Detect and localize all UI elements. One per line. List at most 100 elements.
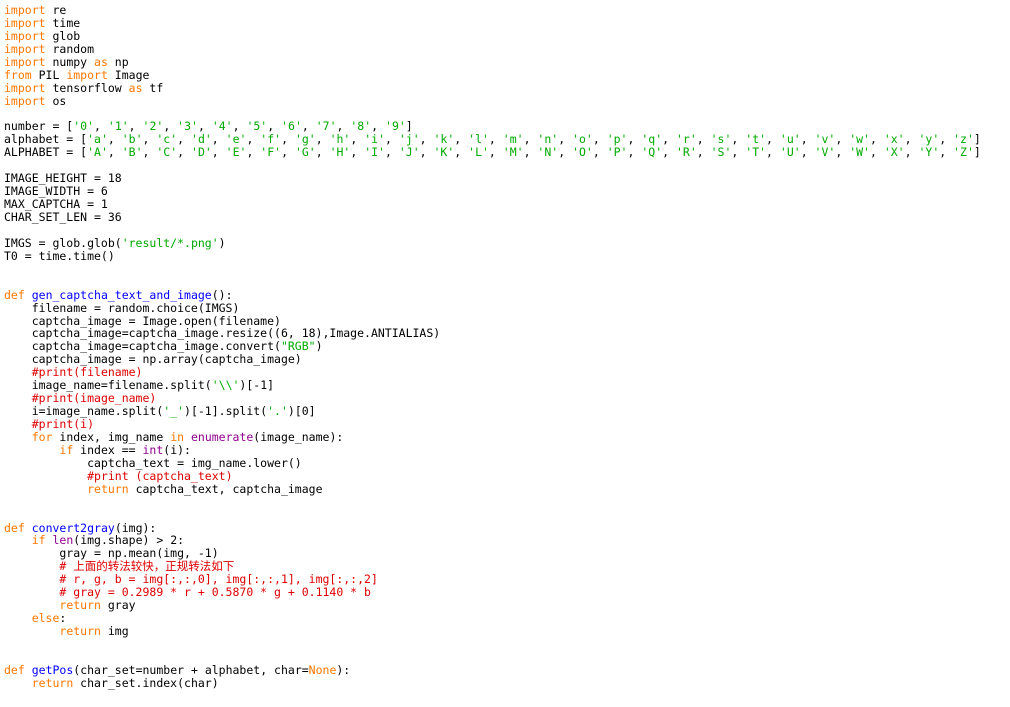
string-literal-token: 'S': [710, 145, 732, 160]
code-text-token: MAX_CAPTCHA = 1: [4, 197, 108, 212]
keyword-token: return: [59, 624, 101, 638]
code-text-token: ,: [731, 145, 746, 160]
code-line: for index, img_name in enumerate(image_n…: [4, 429, 1006, 444]
string-literal-token: 'X': [883, 145, 905, 160]
code-text-token: IMAGE_HEIGHT = 18: [4, 171, 122, 186]
code-line: #print(i): [4, 418, 1006, 431]
code-text-token: time: [45, 15, 81, 30]
string-literal-token: 'T': [745, 145, 767, 160]
code-line: return gray: [4, 599, 1006, 612]
code-line: [4, 638, 1006, 651]
code-text-token: Image: [107, 67, 150, 82]
code-text-token: )[-1]: [239, 378, 275, 393]
code-text-token: [4, 417, 32, 431]
string-literal-token: 's': [710, 132, 732, 147]
comment-token: #print (captcha_text): [87, 468, 233, 483]
code-text-token: ,: [211, 132, 226, 147]
keyword-token: def: [4, 520, 25, 535]
code-line: def gen_captcha_text_and_image():: [4, 288, 1006, 302]
code-line: def getPos(char_set=number + alphabet, c…: [4, 662, 1006, 677]
code-line: return captcha_text, captcha_image: [4, 482, 1006, 496]
code-text-token: ,: [558, 132, 573, 147]
string-literal-token: 'A': [87, 145, 108, 160]
code-text-token: [4, 611, 32, 625]
code-text-token: [4, 598, 59, 612]
code-text-token: ,: [627, 132, 642, 147]
code-text-token: ,: [177, 145, 192, 160]
code-line: IMAGE_WIDTH = 6: [4, 185, 1006, 198]
string-literal-token: 'K': [433, 145, 455, 160]
code-text-token: i=image_name.split(: [4, 404, 164, 419]
code-line: # gray = 0.2989 * r + 0.5870 * g + 0.114…: [4, 586, 1006, 599]
string-literal-token: 't': [745, 132, 767, 147]
string-literal-token: '1': [107, 119, 129, 134]
code-text-token: index ==: [73, 442, 143, 457]
code-text-token: tensorflow: [45, 80, 129, 95]
code-text-token: PIL: [31, 67, 67, 82]
code-text-token: captcha_image=captcha_image.resize((6, 1…: [4, 326, 441, 341]
string-literal-token: 'r': [675, 132, 697, 147]
code-text-token: ,: [197, 119, 212, 134]
keyword-token: import: [4, 41, 46, 56]
code-text-token: image_name=filename.split(: [4, 378, 212, 393]
comment-token: #print(filename): [31, 365, 143, 380]
code-text-token: ,: [766, 145, 780, 160]
code-line: import os: [4, 93, 1006, 108]
keyword-token: import: [4, 80, 46, 95]
code-text-token: [4, 443, 59, 457]
string-literal-token: 'F': [260, 145, 282, 160]
code-line: captcha_text = img_name.lower(): [4, 456, 1006, 470]
keyword-token: def: [4, 662, 25, 677]
function-name-token: getPos: [31, 662, 74, 677]
keyword-token: return: [31, 675, 74, 690]
code-text-token: IMAGE_WIDTH = 6: [4, 184, 108, 199]
code-text-token: ,: [800, 145, 815, 160]
code-text-token: random: [45, 41, 95, 56]
code-text-token: [4, 533, 32, 547]
code-text-token: ,: [766, 132, 780, 147]
code-text-token: index, img_name: [52, 429, 171, 444]
code-text-token: tf: [142, 80, 164, 95]
code-line: IMGS = glob.glob('result/*.png'): [4, 236, 1006, 250]
code-text-token: ,: [731, 132, 746, 147]
code-text-token: ,: [163, 119, 178, 134]
code-line: captcha_image = Image.open(filename): [4, 314, 1006, 328]
code-text-token: ,: [385, 132, 399, 147]
string-literal-token: 'y': [918, 132, 940, 147]
code-text-token: [4, 482, 87, 496]
string-literal-token: 'f': [260, 132, 282, 147]
code-text-token: np: [107, 54, 129, 69]
code-line: i=image_name.split('_')[-1].split('.')[0…: [4, 405, 1006, 418]
code-text-token: (char_set=number + alphabet, char=: [73, 662, 309, 677]
code-line: captcha_image=captcha_image.resize((6, 1…: [4, 327, 1006, 340]
code-text-token: os: [45, 93, 67, 108]
comment-token: # 上面的转法较快，正规转法如下: [59, 559, 235, 574]
code-text-token: ]: [973, 145, 981, 160]
keyword-token: if: [59, 442, 74, 457]
keyword-token: as: [94, 54, 108, 69]
code-text-token: [4, 572, 59, 586]
string-literal-token: 'c': [156, 132, 178, 147]
code-text-token: [25, 663, 32, 677]
code-text-token: CHAR_SET_LEN = 36: [4, 210, 122, 224]
code-line: from PIL import Image: [4, 67, 1006, 82]
keyword-token: import: [4, 3, 46, 17]
string-literal-token: 'x': [883, 132, 905, 147]
code-text-token: filename = random.choice(IMGS): [4, 300, 240, 315]
string-literal-token: 'd': [191, 132, 212, 147]
keyword-token: import: [66, 67, 108, 82]
code-line: return img: [4, 625, 1006, 638]
string-literal-token: 'v': [814, 132, 836, 147]
string-literal-token: '9': [385, 119, 406, 134]
string-literal-token: 'a': [87, 132, 108, 147]
code-line: gray = np.mean(img, -1): [4, 547, 1006, 560]
code-text-token: ,: [419, 145, 434, 160]
code-text-token: ,: [350, 132, 365, 147]
string-literal-token: 'Z': [953, 145, 974, 160]
string-literal-token: 'p': [606, 132, 628, 147]
code-text-token: (img):: [114, 520, 157, 535]
string-literal-token: 'u': [779, 132, 801, 147]
comment-token: #print(image_name): [31, 391, 157, 406]
code-text-token: [4, 676, 32, 690]
